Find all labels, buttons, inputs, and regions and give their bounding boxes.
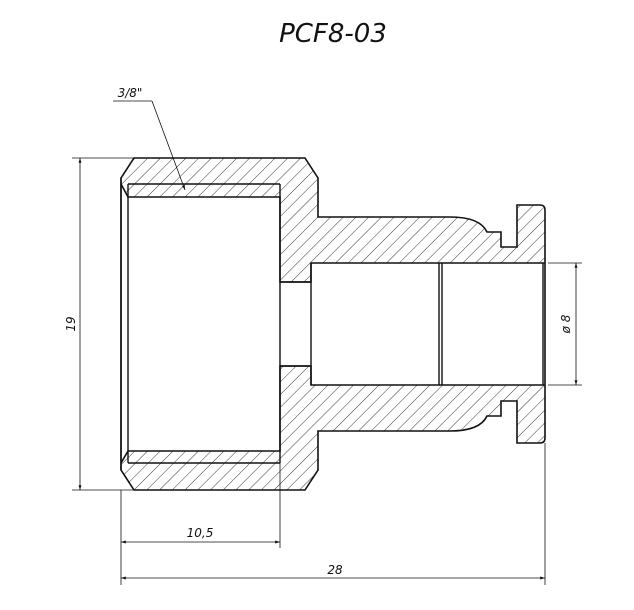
fitting-section <box>120 157 546 491</box>
thread-lines <box>120 178 544 470</box>
height-label: 19 <box>64 316 78 331</box>
diameter-label: ø 8 <box>559 314 573 334</box>
thread-label: 3/8" <box>118 86 143 100</box>
drawing-title: PCF8-03 <box>279 19 387 49</box>
length-label: 28 <box>327 563 343 577</box>
thread-depth-label: 10,5 <box>187 526 214 540</box>
dimension-lines <box>72 100 582 585</box>
